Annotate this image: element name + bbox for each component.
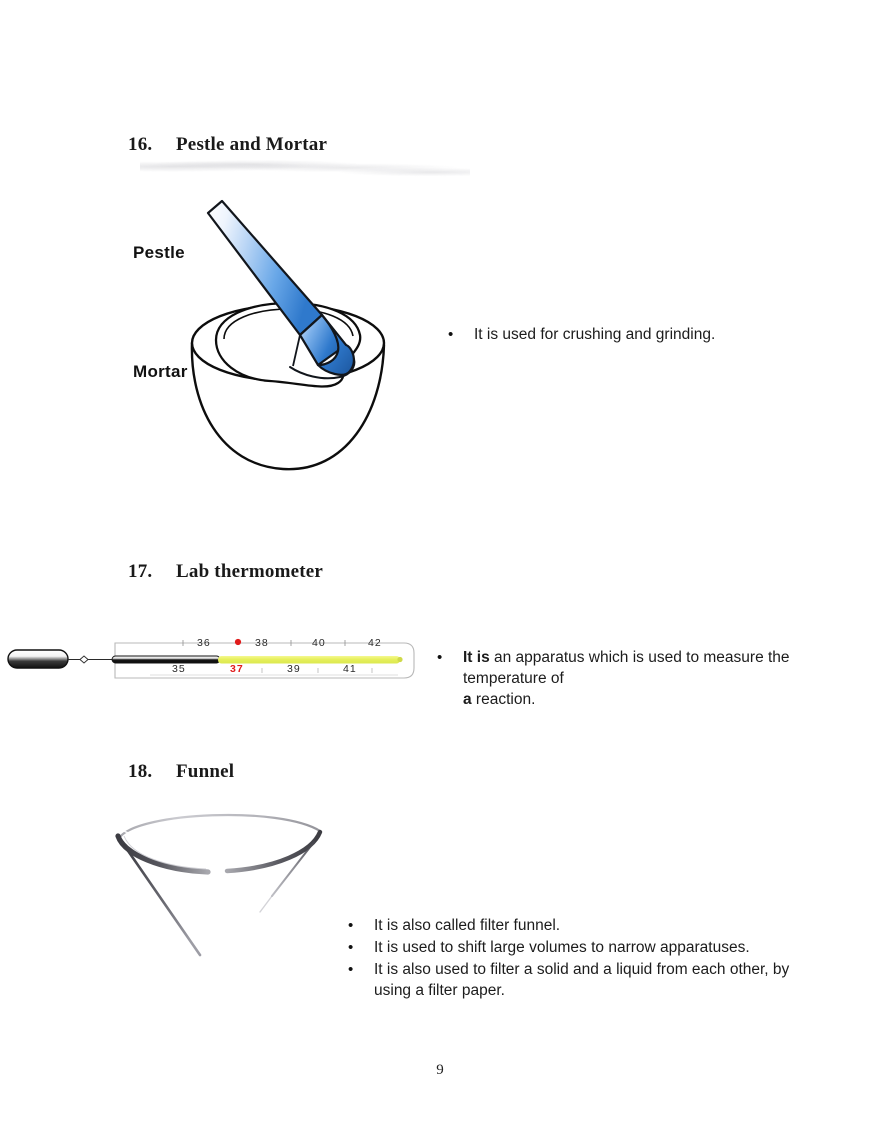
funnel-cone-right-wall-fade [259, 895, 273, 913]
funnel-rim-front-left [115, 833, 211, 875]
section-16-bullet-list: • It is used for crushing and grinding. [448, 324, 848, 346]
bullet-item: • It is used for crushing and grinding. [448, 324, 848, 345]
bullet-text: It is also called filter funnel. [374, 917, 561, 934]
thermometer-stem [111, 655, 221, 664]
bullet-item: • It is an apparatus which is used to me… [437, 647, 857, 710]
thermometer-normal-temp-marker [234, 638, 242, 646]
thermometer-liquid-band [218, 656, 400, 664]
thermometer-scale-39: 39 [287, 663, 301, 675]
lab-thermometer-drawing [7, 638, 415, 679]
thermometer-scale-37-highlighted: 37 [230, 663, 244, 675]
section-title-17: Lab thermometer [176, 561, 324, 582]
pestle-and-mortar-figure [150, 195, 440, 485]
bullet-text-lead-2: a [463, 691, 472, 708]
section-number-16: 16. [128, 134, 153, 155]
bullet-text-lead: It is [463, 649, 490, 666]
funnel-rim-highlight-right [307, 827, 317, 833]
scan-artifact-smudge [140, 160, 470, 182]
bullet-text: an apparatus which is used to measure th… [463, 649, 790, 687]
bullet-marker-icon: • [348, 917, 354, 934]
page-number: 9 [436, 1062, 444, 1078]
thermometer-bulb [7, 649, 69, 669]
funnel-rim-back-arc [118, 813, 322, 839]
pestle-bowl-joint [292, 334, 301, 367]
bullet-text-continuation: using a filter paper. [374, 982, 505, 999]
thermometer-ticks-lower [261, 668, 373, 673]
bullet-marker-icon: • [348, 961, 354, 978]
thermometer-scale-42: 42 [368, 637, 382, 649]
funnel-rim-front-right [224, 829, 323, 874]
funnel-rim-highlight-left [121, 829, 131, 835]
pestle-and-mortar-drawing [190, 199, 386, 471]
funnel-rim-inner-echo [123, 835, 207, 870]
thermometer-kink-marker [79, 655, 89, 664]
mortar-label: Mortar [133, 362, 188, 381]
pestle-contact-line [289, 358, 356, 380]
section-17-bullet-list: • It is an apparatus which is used to me… [437, 647, 857, 711]
bullet-marker-icon: • [437, 649, 443, 666]
pestle-head [316, 313, 355, 376]
filter-funnel-figure [100, 800, 350, 960]
section-number-18: 18. [128, 761, 153, 782]
thermometer-scale-36: 36 [197, 637, 211, 649]
thermometer-scale-40: 40 [312, 637, 326, 649]
bullet-text: It is also used to filter a solid and a … [374, 961, 790, 978]
thermometer-scale-35: 35 [172, 663, 186, 675]
funnel-cone-right-wall [271, 841, 315, 897]
section-heading-18: 18. Funnel [128, 761, 234, 783]
section-heading-17: 17. Lab thermometer [128, 561, 323, 583]
section-18-bullet-list: • It is also called filter funnel. • It … [348, 915, 868, 1002]
section-heading-16: 16. Pestle and Mortar [128, 134, 327, 156]
thermometer-ticks-upper [182, 640, 346, 646]
bullet-item: • It is also called filter funnel. [348, 915, 868, 936]
section-number-17: 17. [128, 561, 153, 582]
thermometer-scale-38: 38 [255, 637, 269, 649]
bullet-item: • It is also used to filter a solid and … [348, 959, 868, 1001]
funnel-cone-left-wall [122, 843, 202, 957]
bullet-item: • It is used to shift large volumes to n… [348, 937, 868, 958]
lab-thermometer-figure [0, 628, 420, 688]
section-title-18: Funnel [176, 761, 235, 782]
section-title-16: Pestle and Mortar [176, 134, 328, 155]
bullet-marker-icon: • [348, 939, 354, 956]
bullet-text: It is used for crushing and grinding. [474, 326, 716, 343]
thermometer-band-end-dot [397, 656, 403, 663]
thermometer-scale-41: 41 [343, 663, 357, 675]
bullet-text-2: reaction. [471, 691, 536, 708]
bullet-marker-icon: • [448, 326, 454, 343]
filter-funnel-drawing [115, 813, 323, 957]
pestle-label: Pestle [133, 243, 185, 262]
bullet-text: It is used to shift large volumes to nar… [374, 939, 750, 956]
